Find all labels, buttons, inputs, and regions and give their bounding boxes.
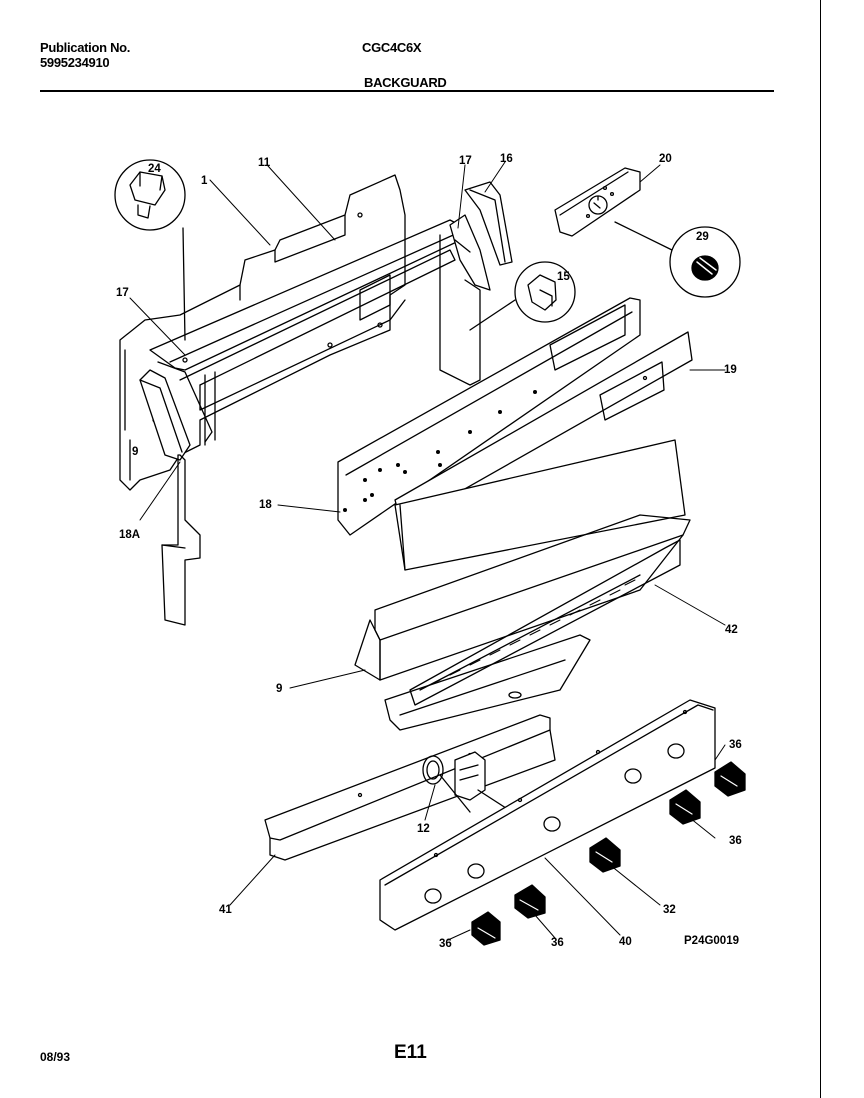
part-11-top-rail — [149, 219, 481, 446]
callout-41: 41 — [219, 904, 232, 916]
page-border — [820, 0, 821, 1098]
callout-36-d: 36 — [551, 937, 564, 949]
part-9-glass-panel — [394, 439, 686, 571]
part-29-clock-knob — [614, 221, 741, 298]
knob-5-icon — [714, 761, 746, 797]
part-16-control-panel — [337, 297, 641, 536]
leader-lines — [129, 161, 726, 941]
knob-1-icon — [471, 911, 501, 946]
part-17-left-endcap — [139, 361, 213, 461]
part-9-trim-channel — [354, 514, 691, 681]
callout-42: 42 — [725, 624, 738, 636]
callout-19: 19 — [724, 364, 737, 376]
section-title: BACKGUARD — [364, 75, 447, 90]
figure-code: P24G0019 — [684, 935, 739, 947]
callout-12: 12 — [417, 823, 430, 835]
callout-36-a: 36 — [729, 739, 742, 751]
callout-15: 15 — [557, 271, 570, 283]
part-40-knob-panel — [379, 699, 716, 931]
footer-date: 08/93 — [40, 1050, 71, 1064]
lower-channel — [384, 634, 591, 731]
part-16-right-cap — [464, 181, 513, 266]
model-number: CGC4C6X — [362, 40, 422, 55]
part-17-right-endcap — [449, 214, 491, 291]
callout-9: 9 — [276, 683, 282, 695]
knob-3-icon — [589, 837, 621, 873]
publication-label: Publication No. — [40, 40, 131, 55]
part-12-spark-module — [422, 751, 541, 831]
callout-20: 20 — [659, 153, 672, 165]
callout-18: 18 — [259, 499, 272, 511]
callout-9-screw: 9 — [132, 446, 138, 458]
callout-40: 40 — [619, 936, 632, 948]
callout-29: 29 — [696, 231, 709, 243]
part-24-switch — [114, 159, 186, 341]
callout-16-top: 16 — [500, 153, 513, 165]
callout-1: 1 — [201, 175, 208, 187]
callout-11: 11 — [258, 157, 271, 169]
callout-36-c: 36 — [439, 938, 452, 950]
part-42-vent-rail — [409, 539, 681, 706]
footer-page-number: E11 — [394, 1042, 427, 1063]
knob-2-icon — [514, 884, 546, 919]
header-rule — [40, 90, 774, 92]
callout-36-b: 36 — [729, 835, 742, 847]
callout-17-top: 17 — [459, 155, 472, 167]
callout-24: 24 — [148, 163, 161, 175]
callout-18A: 18A — [119, 529, 140, 541]
callout-labels: 24 1 11 17 16 20 29 15 17 19 9 18A 18 9 … — [116, 153, 742, 950]
part-20-clock-module — [554, 167, 641, 237]
part-18A-side-bracket — [161, 454, 201, 626]
callout-17-left: 17 — [116, 287, 129, 299]
callout-32: 32 — [663, 904, 676, 916]
publication-number: 5995234910 — [40, 55, 110, 70]
knob-4-icon — [669, 789, 701, 825]
part-15-clip — [469, 261, 576, 331]
